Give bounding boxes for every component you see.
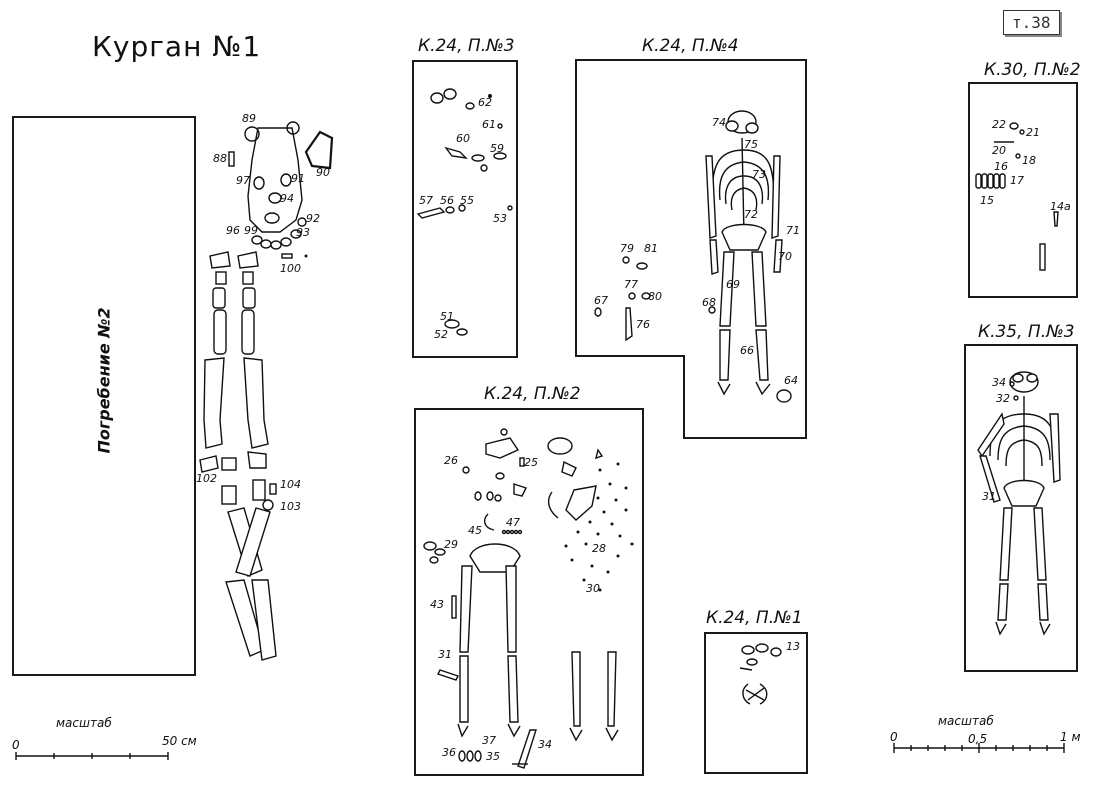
find-label: 21 [1026, 126, 1040, 139]
right-scale-label: масштаб [938, 714, 994, 728]
find-label: 16 [994, 160, 1008, 173]
find-label: 32 [996, 392, 1010, 405]
find-label: 91 [291, 172, 305, 185]
find-label: 76 [636, 318, 650, 331]
find-label: 103 [280, 500, 301, 513]
find-label: 62 [478, 96, 492, 109]
find-label: 71 [786, 224, 800, 237]
grave-k24p1-title: К.24, П.№1 [706, 608, 803, 628]
grave-k24p1-outline [704, 632, 808, 774]
main-title: Курган №1 [92, 30, 262, 63]
find-label: 97 [236, 174, 250, 187]
find-label: 73 [752, 168, 766, 181]
grave-k35p3-title: К.35, П.№3 [978, 322, 1075, 342]
find-label: 75 [744, 138, 758, 151]
find-label: 99 [244, 224, 258, 237]
find-label: 34 [538, 738, 552, 751]
find-label: 45 [468, 524, 482, 537]
find-label: 72 [744, 208, 758, 221]
find-label: 43 [430, 598, 444, 611]
find-label: 96 [226, 224, 240, 237]
find-label: 100 [280, 262, 301, 275]
find-label: 66 [740, 344, 754, 357]
grave-k30p2-title: К.30, П.№2 [984, 60, 1081, 80]
left-scale-end: 50 см [162, 734, 197, 748]
find-label: 74 [712, 116, 726, 129]
find-label: 15 [980, 194, 994, 207]
find-label: 69 [726, 278, 740, 291]
plate-number-label: т.38 [1003, 10, 1060, 35]
find-label: 53 [493, 212, 507, 225]
find-label: 52 [434, 328, 448, 341]
find-label: 30 [586, 582, 600, 595]
find-label: 47 [506, 516, 520, 529]
find-label: 89 [242, 112, 256, 125]
find-label: 94 [280, 192, 294, 205]
find-label: 104 [280, 478, 301, 491]
find-label: 51 [440, 310, 454, 323]
right-scale-end: 1 м [1060, 730, 1081, 744]
grave-k24p4-title: К.24, П.№4 [642, 36, 739, 56]
find-label: 81 [644, 242, 658, 255]
grave-k24p2-outline [414, 408, 644, 776]
find-label: 31 [438, 648, 452, 661]
find-label: 25 [524, 456, 538, 469]
find-label: 34 [992, 376, 1006, 389]
grave-k30p2-outline [968, 82, 1078, 298]
burial-2-pit-outline [12, 116, 196, 676]
find-label: 14а [1050, 200, 1071, 213]
find-label: 102 [196, 472, 217, 485]
left-scale-start: 0 [12, 738, 20, 752]
right-scale-mid: 0,5 [968, 732, 988, 746]
find-label: 56 [440, 194, 454, 207]
find-label: 36 [442, 746, 456, 759]
find-label: 68 [702, 296, 716, 309]
find-label: 28 [592, 542, 606, 555]
find-label: 26 [444, 454, 458, 467]
grave-k24p2-title: К.24, П.№2 [484, 384, 581, 404]
find-label: 70 [778, 250, 792, 263]
find-label: 13 [786, 640, 800, 653]
find-label: 17 [1010, 174, 1024, 187]
right-scale-start: 0 [890, 730, 898, 744]
find-label: 18 [1022, 154, 1036, 167]
find-label: 59 [490, 142, 504, 155]
find-label: 79 [620, 242, 634, 255]
find-label: 92 [306, 212, 320, 225]
find-label: 22 [992, 118, 1006, 131]
find-label: 80 [648, 290, 662, 303]
find-label: 29 [444, 538, 458, 551]
find-label: 77 [624, 278, 638, 291]
find-label: 55 [460, 194, 474, 207]
find-label: 57 [419, 194, 433, 207]
find-label: 60 [456, 132, 470, 145]
find-label: 31 [982, 490, 996, 503]
find-label: 61 [482, 118, 496, 131]
left-scale-label: масштаб [56, 716, 112, 730]
find-label: 64 [784, 374, 798, 387]
find-label: 35 [486, 750, 500, 763]
grave-k24p3-title: К.24, П.№3 [418, 36, 515, 56]
find-label: 20 [992, 144, 1006, 157]
find-label: 90 [316, 166, 330, 179]
find-label: 93 [296, 226, 310, 239]
grave-k35p3-outline [964, 344, 1078, 672]
find-label: 67 [594, 294, 608, 307]
find-label: 37 [482, 734, 496, 747]
find-label: 88 [213, 152, 227, 165]
